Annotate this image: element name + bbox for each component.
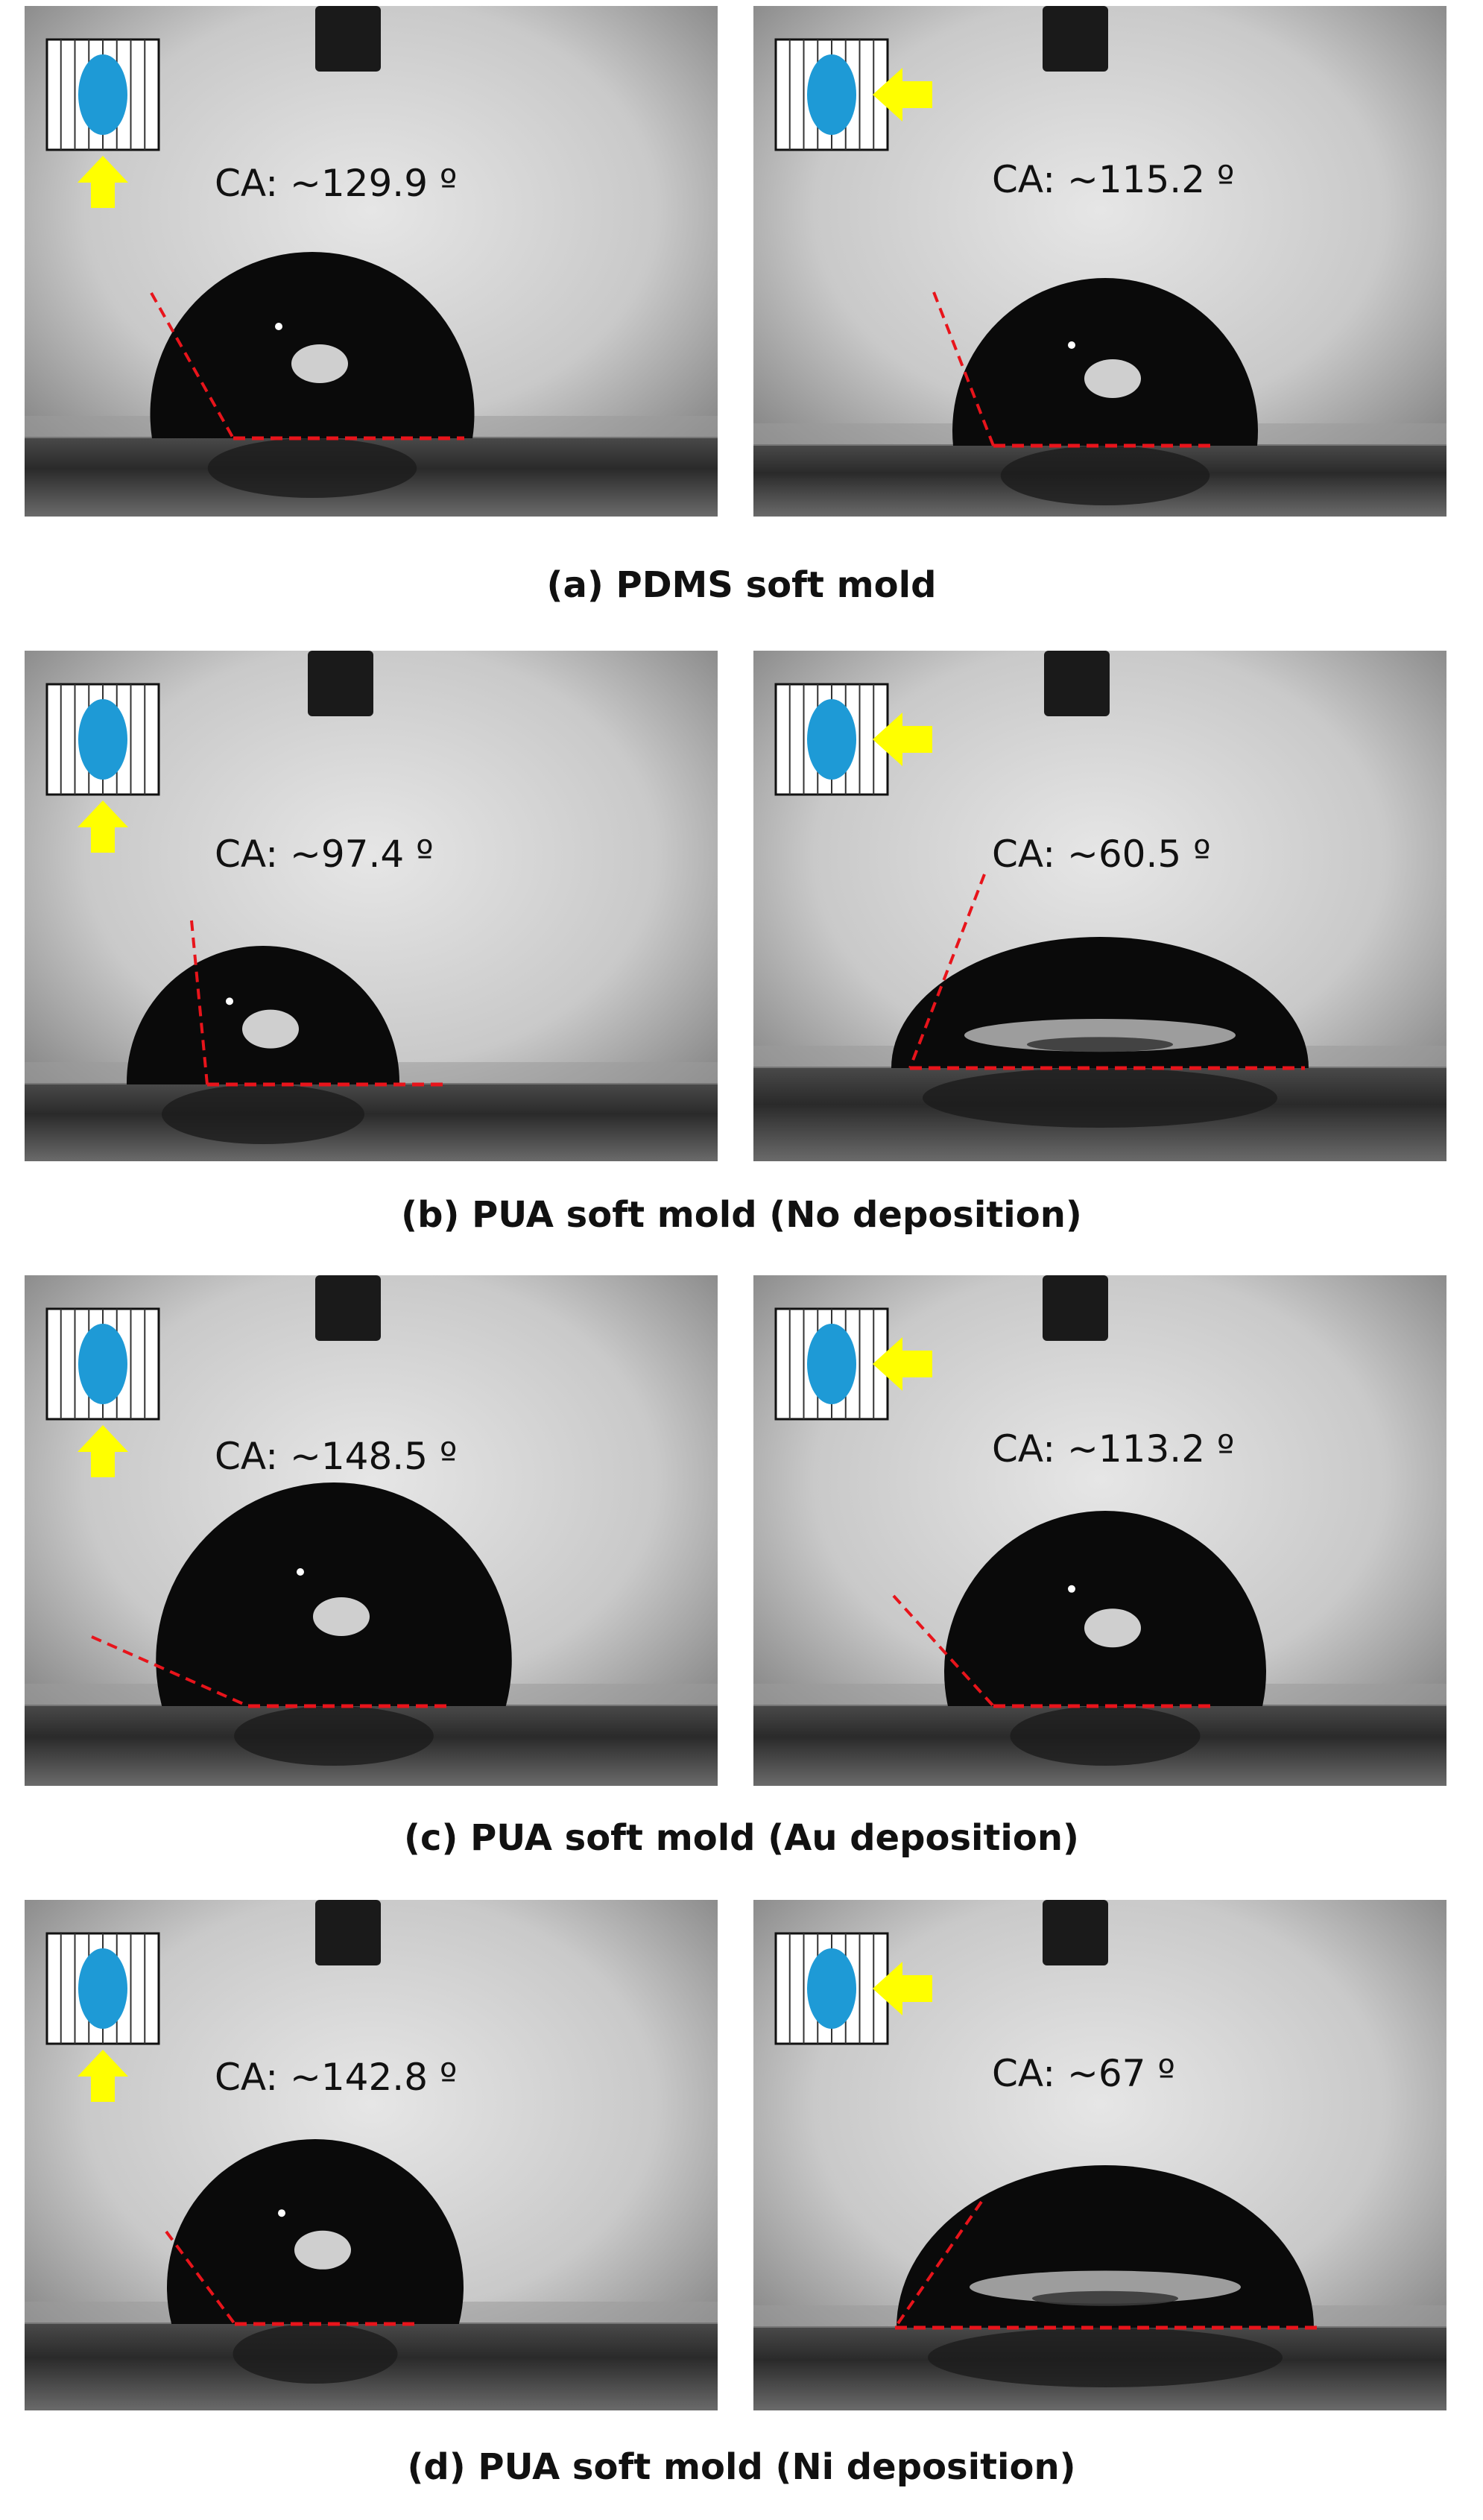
photo-panel: CA: ~115.2 º [753,6,1446,517]
tangent-dashed-line [908,874,986,1069]
droplet-glint [1068,1585,1075,1593]
droplet-top-view [807,699,856,780]
droplet-glint [275,323,282,330]
droplet-photo: CA: ~67 º [753,1900,1446,2410]
droplet-photo: CA: ~142.8 º [25,1900,718,2410]
view-direction-arrow-icon [873,68,932,121]
droplet-top-view [807,1324,856,1404]
photo-panel: CA: ~142.8 º [25,1900,718,2410]
droplet-top-view [807,1948,856,2029]
droplet-glint [278,2209,285,2217]
droplet-glint [1068,341,1075,349]
droplet-inner-shadow [1027,1037,1173,1052]
tangent-dashed-line [892,1594,995,1708]
droplet-top-view [807,54,856,135]
droplet-reflection [234,1706,434,1766]
dispensing-needle [1043,6,1108,72]
contact-angle-label: CA: ~60.5 º [992,833,1211,876]
droplet-top-view [78,1948,127,2029]
droplet-highlight [1084,1608,1141,1648]
contact-angle-label: CA: ~142.8 º [215,2056,457,2099]
droplet-photo: CA: ~60.5 º [753,651,1446,1161]
droplet-glint [297,1568,304,1576]
dispensing-needle [1043,1900,1108,1965]
droplet-top-view [78,699,127,780]
dispensing-needle [315,6,381,72]
droplet-photo: CA: ~97.4 º [25,651,718,1161]
tangent-dashed-line [932,291,995,446]
tangent-dashed-line [894,2200,983,2329]
view-direction-arrow-icon [873,713,932,766]
view-direction-arrow-icon [873,1962,932,2015]
droplet-reflection [207,438,417,498]
water-droplet [156,1482,512,1706]
tangent-dashed-line [190,920,209,1085]
droplet-highlight [313,1597,370,1636]
figure-caption: (b) PUA soft mold (No deposition) [401,1194,1082,1236]
photo-panel: CA: ~129.9 º [25,6,718,517]
dispensing-needle [1044,651,1110,716]
view-direction-arrow-icon [873,1337,932,1391]
dispensing-needle [308,651,373,716]
contact-angle-label: CA: ~115.2 º [992,158,1234,201]
contact-angle-label: CA: ~97.4 º [215,833,434,876]
photo-panel: CA: ~113.2 º [753,1275,1446,1786]
droplet-photo: CA: ~113.2 º [753,1275,1446,1786]
droplet-photo: CA: ~148.5 º [25,1275,718,1786]
droplet-photo: CA: ~115.2 º [753,6,1446,517]
droplet-highlight [242,1009,299,1049]
view-direction-arrow-icon [78,800,128,853]
photo-panel: CA: ~60.5 º [753,651,1446,1161]
figure-caption: (a) PDMS soft mold [546,564,937,606]
droplet-top-view [78,54,127,135]
photo-panel: CA: ~97.4 º [25,651,718,1161]
droplet-reflection [923,1068,1277,1128]
droplet-top-view [78,1324,127,1404]
photo-panel: CA: ~148.5 º [25,1275,718,1786]
tangent-dashed-line [150,292,235,439]
view-direction-arrow-icon [78,156,128,208]
tangent-dashed-line [165,2230,236,2325]
droplet-reflection [1010,1706,1201,1766]
droplet-reflection [928,2328,1283,2387]
droplet-reflection [1000,446,1210,505]
contact-angle-label: CA: ~67 º [992,2052,1175,2095]
droplet-highlight [970,2270,1241,2304]
droplet-photo: CA: ~129.9 º [25,6,718,517]
contact-angle-label: CA: ~113.2 º [992,1427,1234,1471]
substrate-surface [25,1083,718,1161]
droplet-glint [226,997,233,1005]
droplet-reflection [162,1084,364,1144]
view-direction-arrow-icon [78,2050,128,2102]
droplet-highlight [1084,359,1141,398]
view-direction-arrow-icon [78,1425,128,1477]
dispensing-needle [315,1275,381,1341]
photo-panel: CA: ~67 º [753,1900,1446,2410]
droplet-inner-shadow [1032,2290,1178,2306]
contact-angle-label: CA: ~129.9 º [215,162,457,205]
tangent-dashed-line [91,1635,249,1708]
droplet-highlight [294,2230,351,2270]
figure-caption: (c) PUA soft mold (Au deposition) [404,1817,1079,1859]
droplet-highlight [291,344,348,383]
figure-caption: (d) PUA soft mold (Ni deposition) [407,2446,1076,2488]
water-droplet [944,1511,1266,1706]
dispensing-needle [315,1900,381,1965]
droplet-reflection [233,2324,398,2384]
dispensing-needle [1043,1275,1108,1341]
contact-angle-label: CA: ~148.5 º [215,1435,457,1478]
